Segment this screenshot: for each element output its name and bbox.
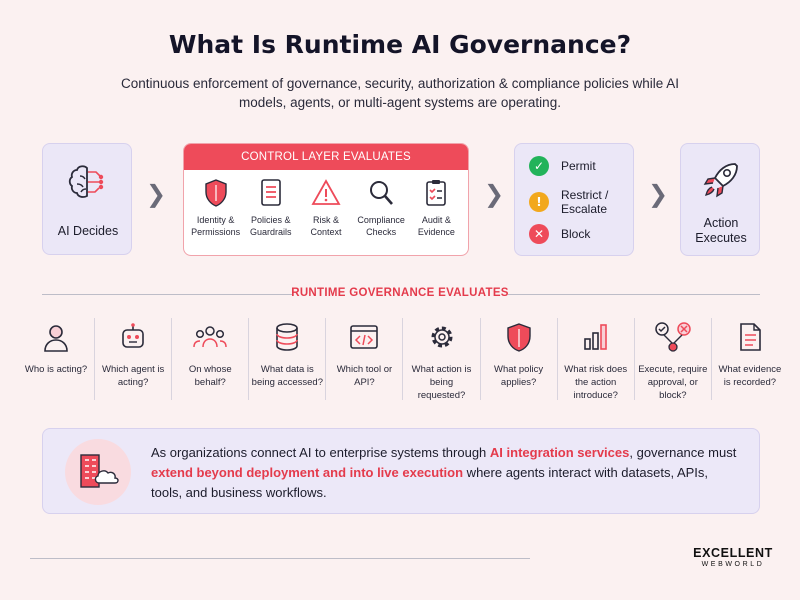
info-text-part: , governance must	[629, 445, 737, 460]
decision-restrict: ! Restrict / Escalate	[529, 188, 621, 216]
question-label: Which agent is acting?	[101, 364, 165, 388]
runtime-section-title: RUNTIME GOVERNANCE EVALUATES	[291, 287, 509, 299]
logo-line-1: EXCELLENT	[693, 546, 773, 560]
document-icon	[740, 323, 761, 351]
info-text-part: where agents interact with datasets, API…	[151, 465, 709, 500]
control-item-label: Audit & Evidence	[417, 215, 455, 237]
question-label: Which tool or API?	[336, 364, 393, 388]
decision-label: Restrict / Escalate	[561, 188, 609, 216]
shield-icon	[204, 179, 227, 207]
ai-decides-label: AI Decides	[57, 224, 119, 238]
group-icon	[193, 326, 227, 348]
x-icon: ✕	[529, 224, 549, 244]
control-layer-title: CONTROL LAYER EVALUATES	[184, 144, 468, 170]
control-item-policies: Policies & Guardrails	[244, 178, 298, 238]
action-executes-label: Action Executes	[695, 216, 747, 245]
divider	[508, 294, 760, 295]
brain-icon	[68, 165, 104, 198]
clipboard-check-icon	[426, 180, 447, 206]
database-icon	[276, 323, 299, 351]
warning-icon	[311, 179, 341, 205]
control-item-risk: Risk & Context	[299, 178, 353, 238]
robot-icon	[122, 323, 144, 348]
question-item: What policy applies?	[479, 318, 557, 400]
divider	[42, 294, 292, 295]
question-item: What data is being accessed?	[248, 318, 325, 400]
control-layer-panel: CONTROL LAYER EVALUATES Identity & Permi…	[183, 143, 469, 256]
decision-label: Block	[561, 227, 591, 241]
question-item: Which agent is acting?	[94, 318, 171, 400]
question-label: What policy applies?	[494, 364, 544, 388]
question-item: Execute, require approval, or block?	[633, 318, 711, 401]
code-window-icon	[350, 325, 379, 349]
question-item: On whose behalf?	[171, 318, 248, 400]
shield-icon	[506, 323, 531, 352]
question-label: Who is acting?	[24, 364, 88, 375]
bar-chart-icon	[583, 324, 607, 350]
highlight-live-execution: extend beyond deployment and into live e…	[151, 465, 464, 480]
question-item: What action is being requested?	[402, 318, 479, 401]
ai-decides-card: AI Decides	[42, 143, 132, 255]
question-label: What risk does the action introduce?	[564, 364, 628, 401]
question-item: What evidence is recorded?	[710, 318, 788, 400]
brand-logo: EXCELLENT WEBWORLD	[683, 546, 783, 568]
control-item-label: Risk & Context	[310, 215, 342, 237]
document-icon	[260, 179, 281, 206]
control-item-label: Compliance Checks	[357, 215, 405, 237]
control-item-audit: Audit & Evidence	[409, 178, 463, 238]
control-item-label: Identity & Permissions	[191, 215, 241, 237]
exclamation-icon: !	[529, 192, 549, 212]
question-item: What risk does the action introduce?	[556, 318, 634, 401]
action-executes-card: Action Executes	[680, 143, 760, 256]
decision-permit: ✓ Permit	[529, 156, 596, 176]
decision-card: ✓ Permit ! Restrict / Escalate ✕ Block	[514, 143, 634, 256]
person-icon	[44, 325, 68, 352]
decision-label: Permit	[561, 159, 596, 173]
info-panel: As organizations connect AI to enterpris…	[42, 428, 760, 514]
page-title: What Is Runtime AI Governance?	[168, 30, 632, 59]
question-label: Execute, require approval, or block?	[638, 364, 708, 401]
control-item-label: Policies & Guardrails	[250, 215, 292, 237]
question-label: On whose behalf?	[188, 364, 232, 388]
footer-divider	[30, 558, 530, 559]
gear-icon	[431, 326, 453, 348]
magnifier-icon	[370, 181, 394, 205]
info-text-part: As organizations connect AI to enterpris…	[151, 445, 490, 460]
decision-block: ✕ Block	[529, 224, 590, 244]
chevron-right-icon: ❯	[146, 180, 167, 208]
question-label: What evidence is recorded?	[718, 364, 782, 388]
control-item-identity: Identity & Permissions	[189, 178, 243, 238]
question-item: Who is acting?	[18, 318, 94, 400]
enterprise-cloud-icon	[65, 439, 131, 505]
chevron-right-icon: ❯	[648, 180, 669, 208]
logo-line-2: WEBWORLD	[701, 561, 765, 568]
rocket-icon	[703, 163, 738, 198]
decision-icon	[655, 322, 691, 352]
info-text: As organizations connect AI to enterpris…	[151, 443, 741, 503]
chevron-right-icon: ❯	[484, 180, 505, 208]
control-item-compliance: Compliance Checks	[354, 178, 408, 238]
runtime-questions-row: Who is acting? Which agent is acting? On…	[18, 318, 788, 401]
question-item: Which tool or API?	[325, 318, 402, 400]
question-label: What action is being requested?	[411, 364, 472, 401]
page-subtitle: Continuous enforcement of governance, se…	[120, 76, 680, 110]
check-icon: ✓	[529, 156, 549, 176]
highlight-ai-integration-services: AI integration services	[489, 445, 630, 460]
question-label: What data is being accessed?	[251, 364, 323, 388]
